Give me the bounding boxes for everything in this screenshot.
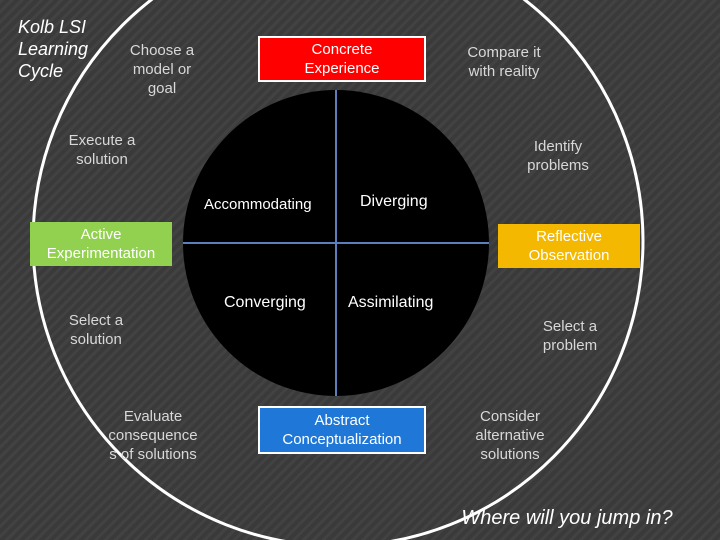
- abstract-conceptualization-box: Abstract Conceptualization: [258, 406, 426, 454]
- step-compare-reality: Compare it with reality: [467, 44, 541, 80]
- step-choose-model: Choose a model or goal: [129, 42, 195, 97]
- step-identify-problems: Identify problems: [527, 138, 589, 174]
- step-select-solution: Select a solution: [68, 312, 124, 348]
- footer-question: Where will you jump in?: [461, 507, 673, 529]
- diagram-title: Kolb LSI Learning Cycle: [18, 17, 89, 81]
- style-diverging: Diverging: [360, 193, 428, 210]
- active-experimentation-box: Active Experimentation: [30, 222, 172, 266]
- concrete-experience-box: Concrete Experience: [258, 36, 426, 82]
- reflective-observation-box: Reflective Observation: [498, 224, 640, 268]
- step-execute-solution: Execute a solution: [68, 132, 136, 168]
- step-consider-alternatives: Consider alternative solutions: [475, 408, 545, 463]
- style-assimilating: Assimilating: [348, 294, 434, 311]
- style-converging: Converging: [224, 294, 306, 311]
- style-accommodating: Accommodating: [204, 196, 312, 213]
- step-select-problem: Select a problem: [542, 318, 598, 354]
- step-evaluate-consequences: Evaluate consequence s of solutions: [108, 408, 198, 463]
